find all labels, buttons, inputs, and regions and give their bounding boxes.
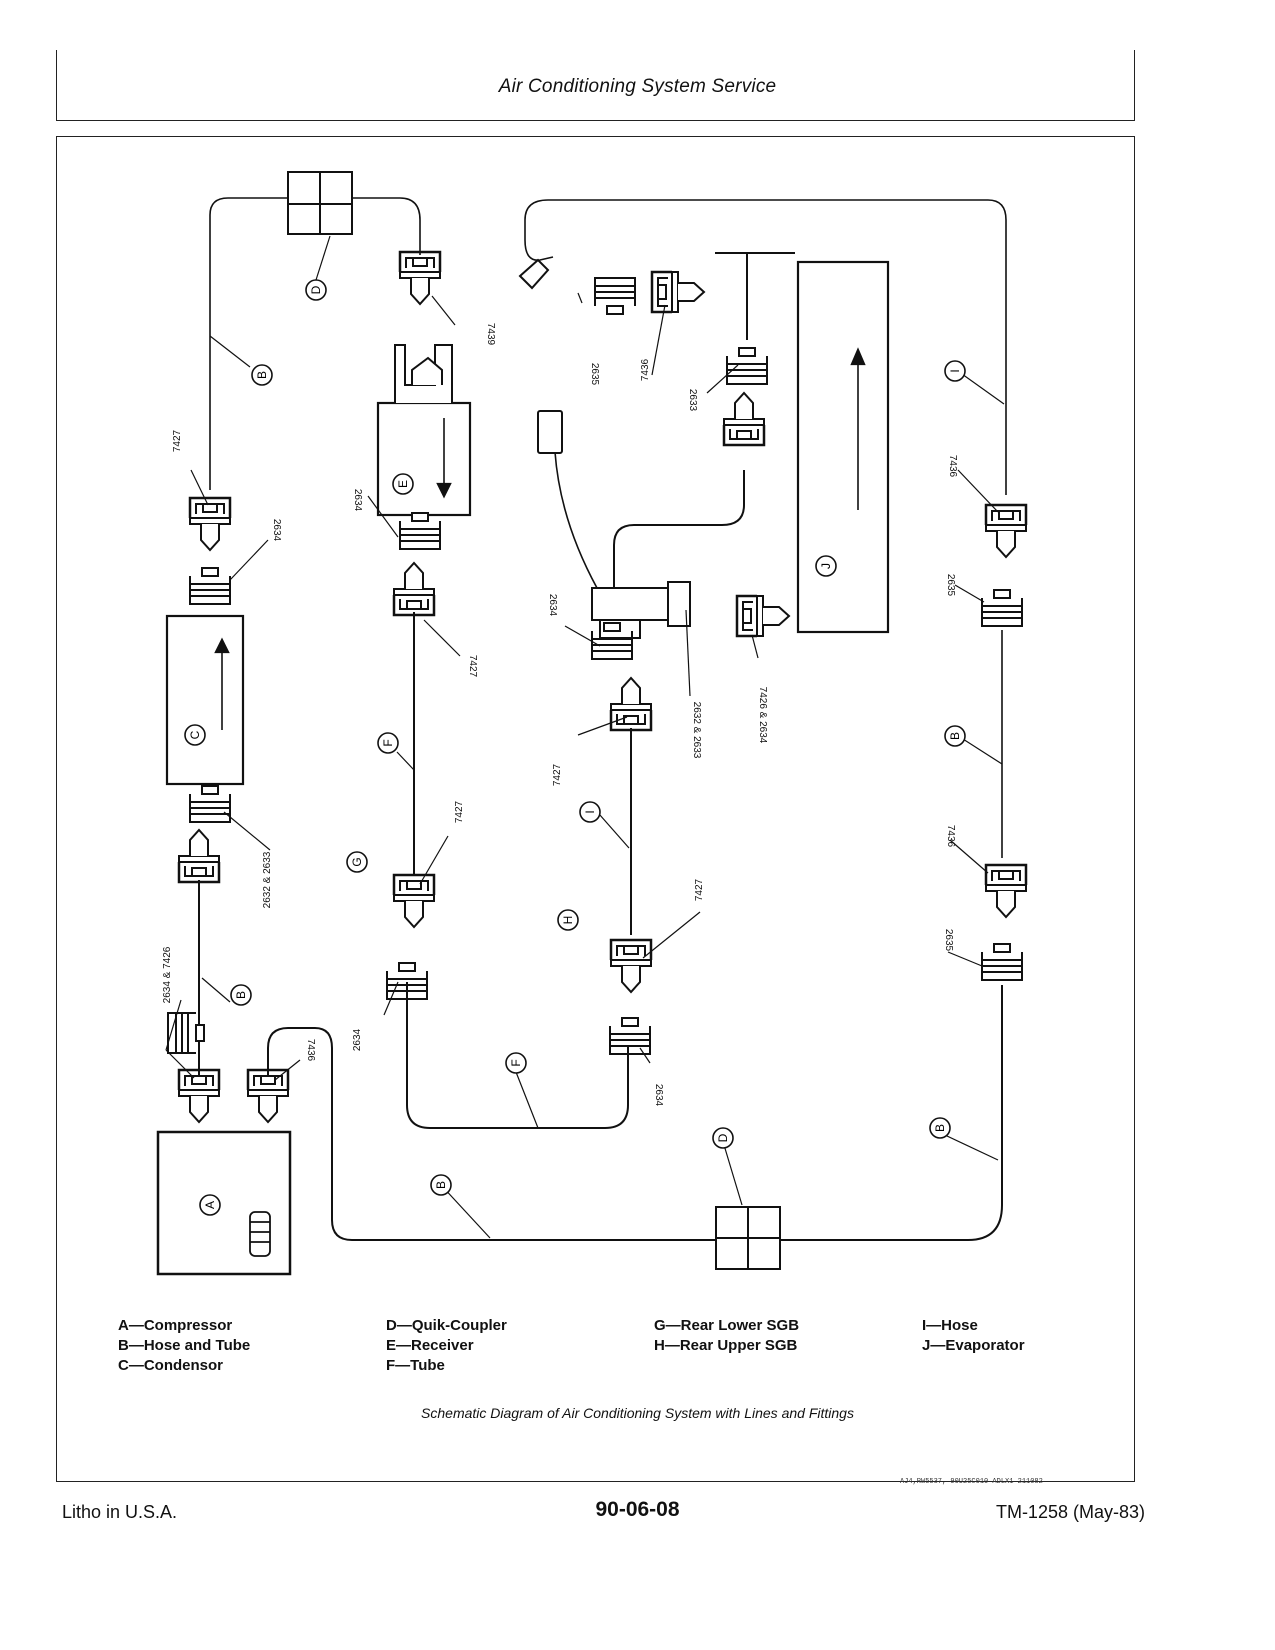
callout-f-upper: F bbox=[377, 732, 399, 754]
compressor bbox=[156, 1130, 292, 1276]
legend-item: C—Condensor bbox=[118, 1357, 223, 1374]
part-number-2635-right-top: 2635 bbox=[945, 574, 956, 597]
footer-page-number: 90-06-08 bbox=[595, 1498, 680, 1521]
svg-text:B: B bbox=[948, 732, 962, 740]
svg-text:A: A bbox=[203, 1201, 217, 1209]
receiver bbox=[376, 401, 472, 517]
header-right-rule bbox=[1134, 50, 1135, 120]
part-numbers: 7439 7427 2634 2632 & 2633 2634 & 7426 7… bbox=[162, 323, 958, 1107]
legend-item: G—Rear Lower SGB bbox=[654, 1317, 800, 1334]
callout-f-lower: F bbox=[505, 1052, 527, 1074]
svg-text:D: D bbox=[716, 1133, 730, 1142]
callout-h: H bbox=[557, 909, 579, 931]
part-number-7439: 7439 bbox=[485, 323, 496, 346]
legend-item: B—Hose and Tube bbox=[118, 1337, 251, 1354]
part-number-7427-i-upper: 7427 bbox=[552, 763, 563, 786]
callout-i-right: I bbox=[944, 360, 966, 382]
pressure-switch bbox=[537, 410, 563, 454]
part-number-7427-f-upper: 7427 bbox=[467, 655, 478, 678]
part-number-2635-right-bottom: 2635 bbox=[943, 929, 954, 952]
callout-c: C bbox=[184, 724, 206, 746]
svg-text:C: C bbox=[188, 730, 202, 739]
svg-text:E: E bbox=[396, 480, 410, 488]
callout-a: A bbox=[199, 1194, 221, 1216]
callouts: D B C E F G H I I J B B F D B B A bbox=[184, 279, 966, 1216]
callout-i-middle: I bbox=[579, 801, 601, 823]
part-number-2634-left: 2634 bbox=[271, 519, 282, 542]
legend-item: J—Evaporator bbox=[922, 1337, 1025, 1354]
callout-d-bottom: D bbox=[712, 1127, 734, 1149]
svg-text:F: F bbox=[509, 1059, 523, 1066]
callout-g: G bbox=[346, 851, 368, 873]
part-number-7427-i-lower: 7427 bbox=[694, 878, 705, 901]
callout-e: E bbox=[392, 473, 414, 495]
part-number-2634-f-bottom-right: 2634 bbox=[653, 1084, 664, 1107]
callout-b-right-middle: B bbox=[944, 725, 966, 747]
svg-text:B: B bbox=[234, 991, 248, 999]
reference-code: AJ4,RW5537, 90U25C010 ADLX1 211082 bbox=[900, 1478, 1043, 1486]
svg-text:J: J bbox=[819, 563, 833, 569]
footer-manual-id: TM-1258 (May-83) bbox=[995, 1502, 1145, 1522]
svg-text:H: H bbox=[561, 916, 575, 925]
legend-column-4: I—Hose J—Evaporator bbox=[922, 1316, 1025, 1356]
svg-text:F: F bbox=[381, 739, 395, 746]
quik-coupler-bottom bbox=[715, 1206, 781, 1270]
figure-right-rule bbox=[1134, 136, 1135, 1481]
figure-left-rule bbox=[56, 136, 57, 1481]
svg-text:B: B bbox=[933, 1124, 947, 1132]
svg-text:B: B bbox=[255, 371, 269, 379]
condenser bbox=[165, 614, 245, 786]
callout-j: J bbox=[815, 555, 837, 577]
part-number-7436-compressor: 7436 bbox=[305, 1039, 316, 1062]
part-number-2632-2633-tee: 2632 & 2633 bbox=[691, 702, 702, 759]
part-number-7436-right-bottom: 7436 bbox=[945, 825, 956, 848]
page-header-title: Air Conditioning System Service bbox=[498, 76, 777, 97]
legend-column-2: D—Quik-Coupler E—Receiver F—Tube bbox=[386, 1316, 507, 1376]
receiver-inlet-fitting bbox=[394, 344, 453, 403]
part-number-2633-top: 2633 bbox=[687, 389, 698, 412]
svg-text:D: D bbox=[309, 285, 323, 294]
figure-caption: Schematic Diagram of Air Conditioning Sy… bbox=[421, 1405, 854, 1421]
callout-b-right-bottom: B bbox=[929, 1117, 951, 1139]
figure-bottom-rule bbox=[56, 1481, 1135, 1482]
legend-column-1: A—Compressor B—Hose and Tube C—Condensor bbox=[118, 1316, 250, 1376]
callout-d-top: D bbox=[305, 279, 327, 301]
elbow-fitting bbox=[518, 258, 550, 290]
svg-text:I: I bbox=[948, 369, 962, 372]
part-number-2632-2633-left: 2632 & 2633 bbox=[262, 851, 273, 908]
legend-item: D—Quik-Coupler bbox=[386, 1317, 507, 1334]
callout-b-left-top: B bbox=[251, 364, 273, 386]
part-number-2635-top: 2635 bbox=[589, 363, 600, 386]
header-bottom-rule bbox=[56, 120, 1135, 121]
callout-b-left-bottom: B bbox=[230, 984, 252, 1006]
part-number-7436-top: 7436 bbox=[640, 358, 651, 381]
part-number-7436-right-top: 7436 bbox=[947, 455, 958, 478]
evaporator bbox=[796, 260, 890, 634]
legend-item: E—Receiver bbox=[386, 1337, 474, 1354]
legend-item: H—Rear Upper SGB bbox=[654, 1337, 798, 1354]
callout-b-bottom: B bbox=[430, 1174, 452, 1196]
legend-item: I—Hose bbox=[922, 1317, 978, 1334]
part-number-7427-left: 7427 bbox=[172, 429, 183, 452]
part-number-2634-7426: 2634 & 7426 bbox=[162, 946, 173, 1003]
part-number-7427-f-lower: 7427 bbox=[454, 800, 465, 823]
svg-text:I: I bbox=[583, 810, 597, 813]
figure-top-rule bbox=[56, 136, 1135, 137]
svg-text:G: G bbox=[350, 857, 364, 866]
quik-coupler-top bbox=[287, 171, 353, 235]
part-number-2634-tee: 2634 bbox=[547, 594, 558, 617]
footer-litho: Litho in U.S.A. bbox=[62, 1502, 178, 1522]
part-number-2634-f-bottom-left: 2634 bbox=[352, 1028, 363, 1051]
part-number-2634-receiver: 2634 bbox=[352, 489, 363, 512]
legend-item: F—Tube bbox=[386, 1357, 445, 1374]
leader-lines bbox=[165, 235, 1005, 1239]
svg-text:B: B bbox=[434, 1181, 448, 1189]
part-number-7426-2634: 7426 & 2634 bbox=[757, 687, 768, 744]
legend-item: A—Compressor bbox=[118, 1317, 233, 1334]
legend-column-3: G—Rear Lower SGB H—Rear Upper SGB bbox=[654, 1316, 799, 1356]
header-left-rule bbox=[56, 50, 57, 120]
